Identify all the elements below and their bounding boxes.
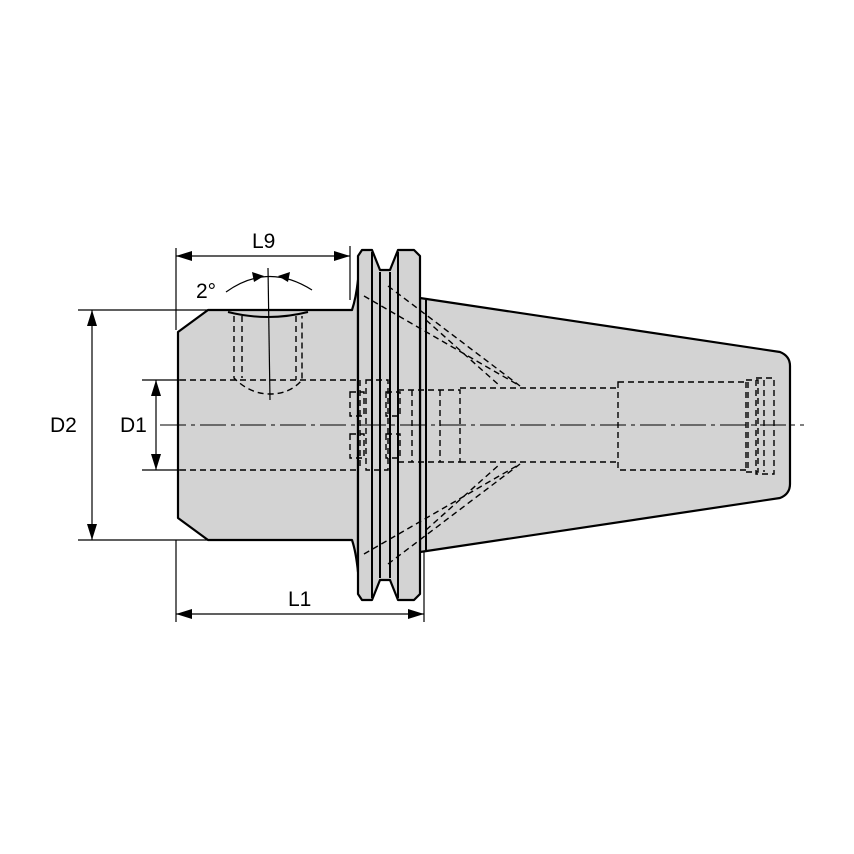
dimension-d1 [142,379,180,471]
internal-bore [180,285,775,565]
dimension-l1 [175,540,425,622]
shank-outline [176,278,360,574]
label-d2: D2 [50,414,77,437]
label-l1: L1 [288,588,311,611]
label-angle: 2° [196,280,216,303]
dimension-l9 [175,246,351,330]
angle-dimension [225,267,313,401]
label-l9: L9 [252,230,275,253]
dimension-d2 [78,309,208,541]
label-d1: D1 [120,414,147,437]
